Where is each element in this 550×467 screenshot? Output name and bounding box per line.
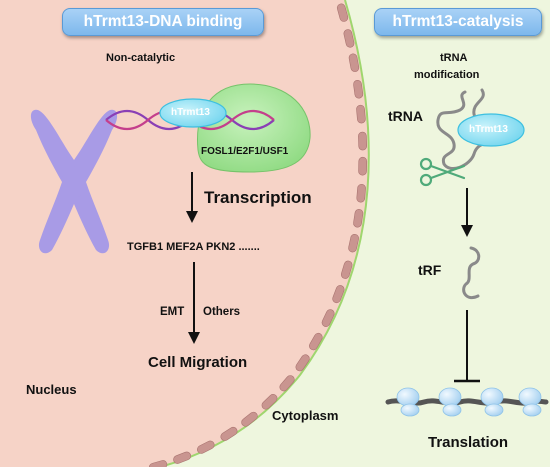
nuclear-pore-block [309,332,323,351]
nuclear-pore-block [149,460,168,467]
trf-arrowhead [461,225,473,237]
nuclear-pore-block [332,285,345,304]
chromosome-icon [30,109,118,254]
nuclear-pore-block [353,209,364,228]
trf-label: tRF [418,262,442,278]
transcription-arrowhead [186,211,198,223]
title-catalysis: hTrmt13-catalysis [374,8,542,36]
ribosome [480,387,504,417]
nuclear-pore-block [343,29,355,48]
nuclear-pore-block [197,440,215,454]
title-dna-binding: hTrmt13-DNA binding [62,8,264,36]
nuclear-membrane-line [159,0,370,467]
ribosome [438,387,462,417]
gene-list: TGFB1 MEF2A PKN2 ....... [127,241,260,253]
nucleus-label: Nucleus [26,382,77,397]
ribosome [396,387,420,417]
trna-modification-label-line1: tRNA [440,52,468,64]
others-label: Others [203,306,241,318]
trna-label: tRNA [388,108,423,124]
nuclear-pore-block [295,354,310,372]
nuclear-pore-block [348,233,359,253]
ribosome [518,387,542,417]
nuclear-pore-block [348,53,360,72]
nuclear-envelope [149,3,368,467]
nuclear-pore-block [336,3,349,22]
translation-label: Translation [428,434,509,451]
ribosomes [396,387,542,417]
non-catalytic-label: Non-catalytic [106,52,176,64]
trna-modification-label-line2: modification [414,69,480,81]
tf-label: FOSL1/E2F1/USF1 [201,146,289,157]
nuclear-pore-block [353,79,364,99]
cell-migration-label: Cell Migration [148,354,248,371]
cytoplasm-label: Cytoplasm [272,408,339,423]
nuclear-pore-block [356,183,366,203]
enzyme-label-cytoplasm: hTrmt13 [469,124,508,135]
nuclear-pore-block [173,451,192,464]
transcription-label: Transcription [204,188,312,207]
enzyme-label-nucleus: hTrmt13 [171,107,210,118]
nuclear-pore-block [321,309,335,327]
nuclear-pore-block [356,104,366,124]
nuclear-pore-block [241,411,258,427]
scissors-icon [419,157,466,187]
nuclear-pore-block [261,394,278,410]
nuclear-pore-block [220,426,238,441]
enzyme-cytoplasm [457,113,525,147]
nuclear-pore-block [279,375,295,392]
nuclear-pore-block [358,156,368,176]
nuclear-pore-block [340,260,353,279]
enzyme-nucleus [159,98,227,128]
nuclear-pore-block [358,131,368,151]
emt-label: EMT [160,306,185,318]
trf-fragment [462,246,481,299]
migration-arrowhead [188,332,200,344]
